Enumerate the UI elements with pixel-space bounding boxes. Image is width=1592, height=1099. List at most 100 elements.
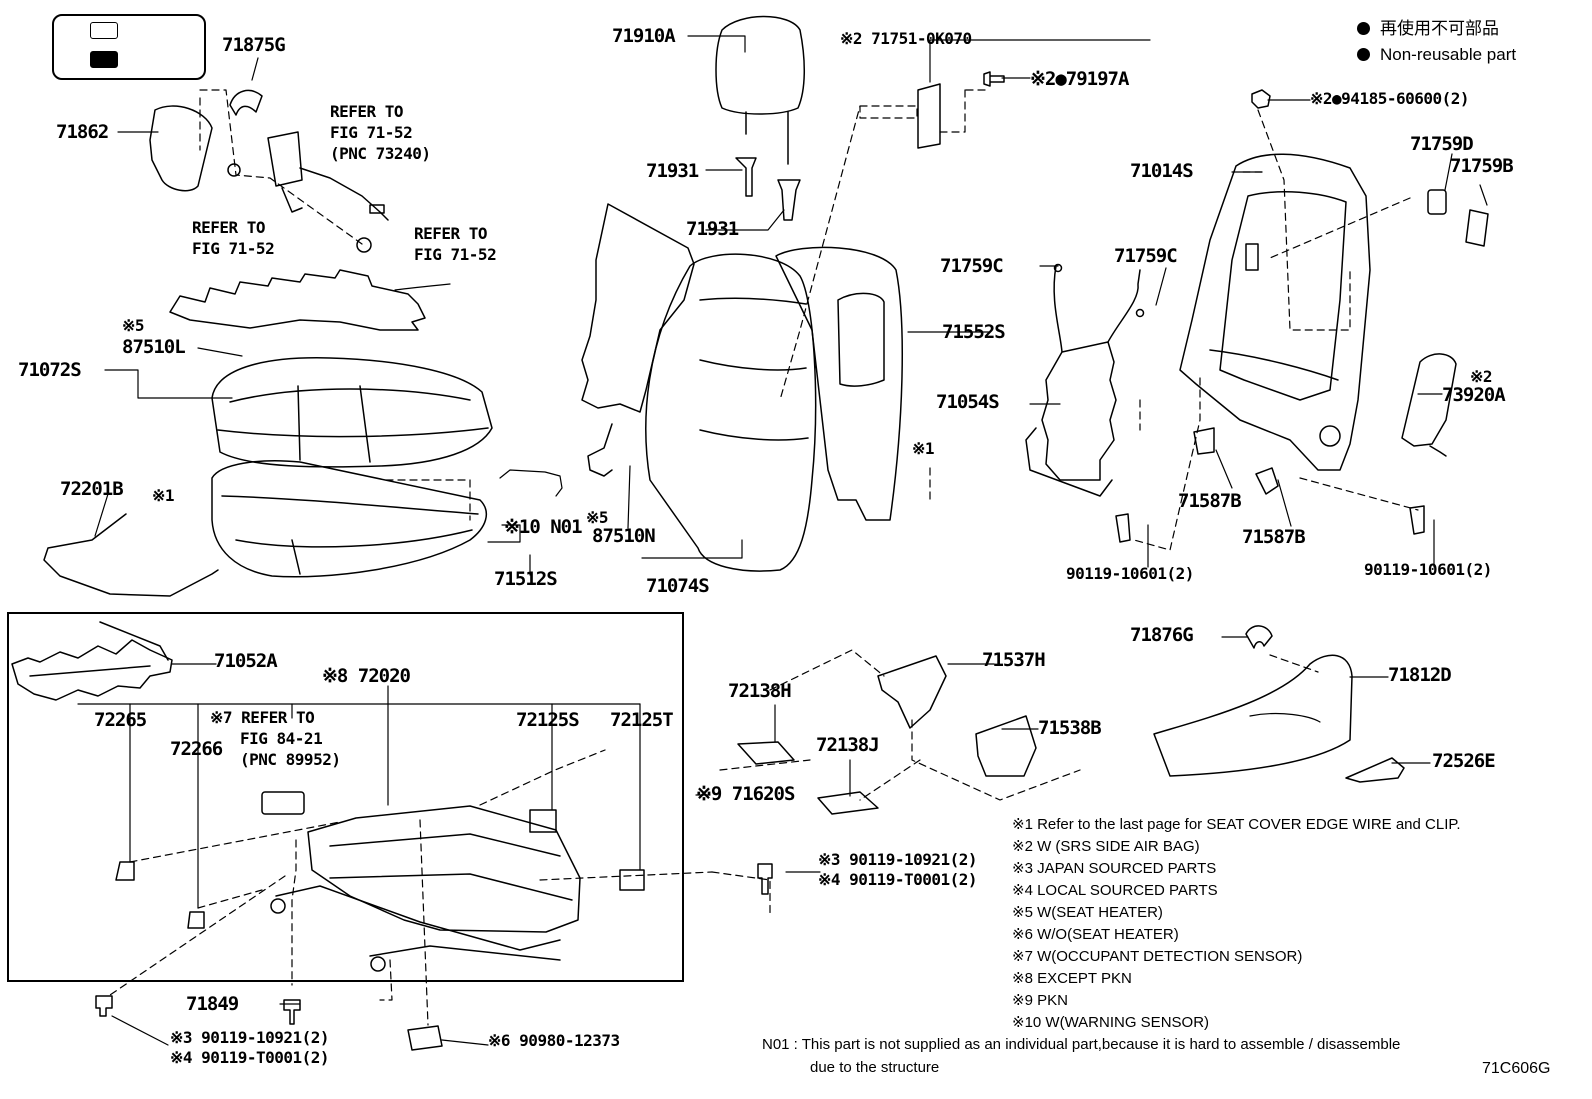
part-label[interactable]: 71812D — [1388, 664, 1452, 686]
part-label[interactable]: 87510N — [592, 525, 656, 547]
seatback-frame-71014S — [1179, 153, 1371, 471]
leader-lines — [77, 35, 1488, 1046]
part-label[interactable]: 71052A — [214, 650, 278, 672]
part-label[interactable]: 71512S — [494, 568, 558, 590]
part-label[interactable]: 71538B — [1038, 717, 1102, 739]
part-label[interactable]: 71759B — [1450, 155, 1514, 177]
part-label[interactable]: ※4 90119-T0001(2) — [818, 870, 978, 889]
refer-to-label[interactable]: FIG 71-52 — [192, 239, 275, 258]
part-label[interactable]: 90119-10601(2) — [1066, 564, 1194, 583]
seatback-cover-71074S — [645, 253, 817, 572]
bolt-left — [95, 995, 113, 1017]
part-label[interactable]: 71074S — [646, 575, 710, 597]
part-label[interactable]: 71849 — [186, 993, 239, 1015]
view-key-box — [52, 14, 206, 80]
note-line: ※10 W(WARNING SENSOR) — [1012, 1014, 1210, 1031]
part-label[interactable]: ※9 71620S — [696, 783, 795, 805]
part-label[interactable]: ※2●94185-60600(2) — [1310, 89, 1470, 108]
part-label: ※1 — [152, 486, 175, 505]
part-label[interactable]: 71587B — [1178, 490, 1242, 512]
part-label[interactable]: 71759C — [1114, 245, 1178, 267]
part-label[interactable]: 71587B — [1242, 526, 1306, 548]
clip-71759B — [1465, 209, 1489, 247]
footnote-line1: N01 : This part is not supplied as an in… — [762, 1036, 1401, 1053]
bullet-icon — [1357, 48, 1370, 61]
part-label[interactable]: 90119-10601(2) — [1364, 560, 1492, 579]
cover-72526E — [1345, 757, 1405, 783]
refer-to-label[interactable]: FIG 71-52 — [330, 123, 413, 142]
refer-to-label[interactable]: REFER TO — [330, 102, 404, 121]
part-label[interactable]: ※4 90119-T0001(2) — [170, 1048, 330, 1067]
part-label[interactable]: 71931 — [686, 218, 739, 240]
heater-mat-87510N — [581, 203, 695, 413]
guide-71931b — [777, 179, 801, 221]
part-label[interactable]: 71862 — [56, 121, 109, 143]
note-line: ※2 W (SRS SIDE AIR BAG) — [1012, 838, 1200, 855]
connector-90980 — [407, 1025, 443, 1051]
part-label[interactable]: 72265 — [94, 709, 147, 731]
nut-94185 — [1251, 89, 1271, 109]
part-label[interactable]: 72138H — [728, 680, 792, 702]
refer-to-label[interactable]: ※7 REFER TO — [210, 708, 315, 727]
note-line: ※1 Refer to the last page for SEAT COVER… — [1012, 816, 1461, 833]
cover-72138J — [817, 791, 879, 815]
part-label[interactable]: ※2●79197A — [1030, 68, 1129, 90]
refer-to-label[interactable]: REFER TO — [414, 224, 488, 243]
part-label[interactable]: 71072S — [18, 359, 82, 381]
legend-jp-text: 再使用不可部品 — [1380, 19, 1499, 38]
bolt-79197A — [983, 71, 1005, 87]
bracket-71751 — [917, 83, 941, 149]
part-label[interactable]: ※2 71751-0K070 — [840, 29, 972, 48]
part-label[interactable]: 71875G — [222, 34, 286, 56]
part-label[interactable]: 72138J — [816, 734, 880, 756]
note-line: ※9 PKN — [1012, 992, 1068, 1009]
cover-72138H — [737, 741, 795, 765]
part-label[interactable]: 71537H — [982, 649, 1046, 671]
part-label[interactable]: ※10 N01 — [504, 516, 583, 538]
part-label[interactable]: 72201B — [60, 478, 124, 500]
diagram-code: 71C606G — [1482, 1060, 1551, 1077]
part-label[interactable]: 72125S — [516, 709, 580, 731]
part-label[interactable]: 71876G — [1130, 624, 1194, 646]
refer-to-label[interactable]: FIG 84-21 — [240, 729, 323, 748]
part-label[interactable]: 87510L — [122, 336, 186, 358]
cap-71875G — [229, 89, 263, 116]
refer-to-label[interactable]: (PNC 73240) — [330, 144, 431, 163]
view-key-filled — [90, 51, 118, 68]
part-label[interactable]: 71759D — [1410, 133, 1474, 155]
note-line: ※4 LOCAL SOURCED PARTS — [1012, 882, 1218, 899]
part-label[interactable]: ※3 90119-10921(2) — [170, 1028, 330, 1047]
refer-to-label[interactable]: REFER TO — [192, 218, 266, 237]
note-line: ※6 W/O(SEAT HEATER) — [1012, 926, 1179, 943]
note-line: ※7 W(OCCUPANT DETECTION SENSOR) — [1012, 948, 1303, 965]
bullet-icon — [1357, 22, 1370, 35]
part-label[interactable]: 71910A — [612, 25, 676, 47]
view-key-open — [90, 22, 118, 39]
part-label[interactable]: 72526E — [1432, 750, 1496, 772]
sub-assembly-frame — [7, 612, 684, 982]
part-label[interactable]: ※8 72020 — [322, 665, 411, 687]
lumbar-71054S — [1025, 265, 1141, 497]
part-label[interactable]: ※3 90119-10921(2) — [818, 850, 978, 869]
part-label[interactable]: 71552S — [942, 321, 1006, 343]
part-label[interactable]: 72125T — [610, 709, 674, 731]
spring-71052A — [11, 621, 173, 701]
bolt-right — [757, 863, 773, 895]
refer-to-label[interactable]: (PNC 89952) — [240, 750, 341, 769]
refer-to-label[interactable]: FIG 71-52 — [414, 245, 497, 264]
part-label[interactable]: ※6 90980-12373 — [488, 1031, 620, 1050]
part-label[interactable]: 71759C — [940, 255, 1004, 277]
part-label[interactable]: 71931 — [646, 160, 699, 182]
bolt-71849 — [283, 999, 301, 1025]
legend-jp: 再使用不可部品 — [1357, 20, 1499, 37]
part-label[interactable]: 71014S — [1130, 160, 1194, 182]
cover-71862 — [149, 105, 213, 192]
cap-71876G — [1245, 625, 1273, 649]
part-label[interactable]: 72266 — [170, 738, 223, 760]
legend-en: Non-reusable part — [1357, 46, 1516, 63]
seatback-pad-71552S — [775, 246, 903, 521]
note-line: ※8 EXCEPT PKN — [1012, 970, 1132, 987]
part-label[interactable]: 73920A — [1442, 384, 1506, 406]
part-label[interactable]: 71054S — [936, 391, 1000, 413]
cover-71538B — [975, 715, 1037, 777]
